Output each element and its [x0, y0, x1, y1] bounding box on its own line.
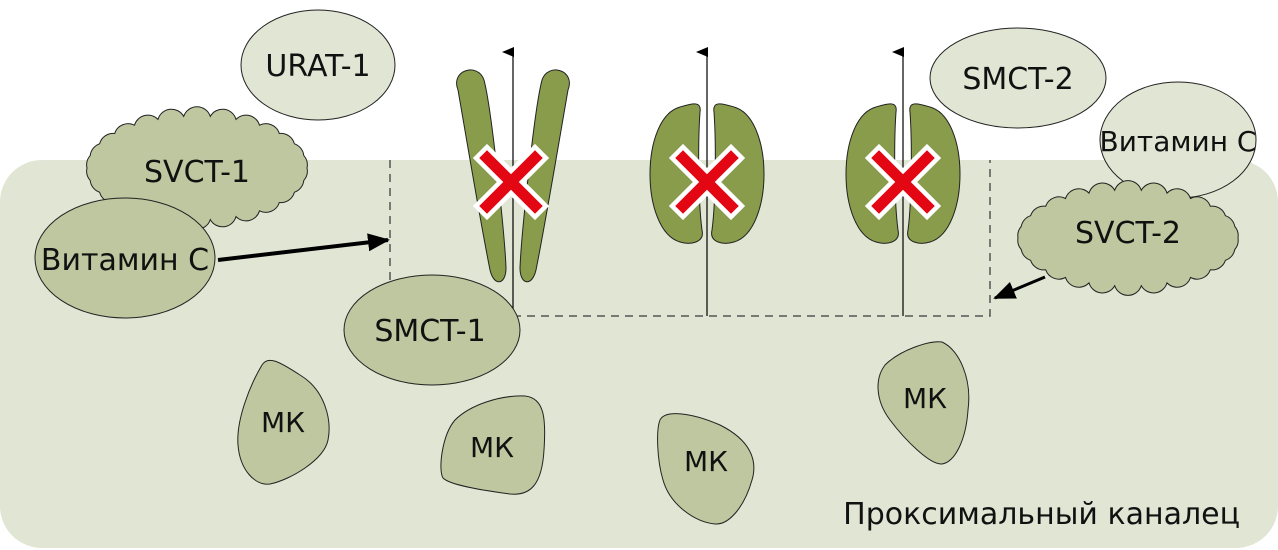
tubule-label: Проксимальный каналец [843, 497, 1240, 532]
arrow-to-channels [217, 233, 390, 262]
red-x-icon [472, 143, 550, 221]
urat1-label: URAT-1 [265, 49, 370, 84]
vitamin-c-left-label: Витамин C [41, 243, 209, 278]
red-x-icon [668, 143, 746, 221]
smct1-label: SMCT-1 [374, 314, 485, 349]
arrow-from-svct2 [993, 275, 1046, 300]
red-x-icon [864, 143, 942, 221]
smct2-label: SMCT-2 [962, 62, 1073, 97]
mk-label-4: МК [903, 382, 947, 415]
mk-crystal-1 [237, 359, 330, 485]
channel-1 [456, 69, 570, 283]
vitamin-c-left [34, 197, 216, 319]
svct2-transporter [1017, 180, 1239, 296]
dashed-region [389, 160, 991, 317]
mk-label-3: МК [684, 445, 728, 478]
mk-crystal-2 [440, 395, 546, 495]
smct1-transporter [343, 274, 521, 386]
smct2-transporter [929, 27, 1107, 129]
mk-label-2: МК [470, 431, 514, 464]
svct1-label: SVCT-1 [144, 155, 250, 190]
urat1-transporter [240, 9, 396, 121]
mk-label-1: МК [261, 406, 305, 439]
mk-crystal-4 [877, 341, 970, 465]
vitamin-c-right-label: Витамин C [1100, 125, 1257, 158]
mk-crystal-3 [657, 413, 755, 525]
svct2-label: SVCT-2 [1075, 216, 1181, 251]
